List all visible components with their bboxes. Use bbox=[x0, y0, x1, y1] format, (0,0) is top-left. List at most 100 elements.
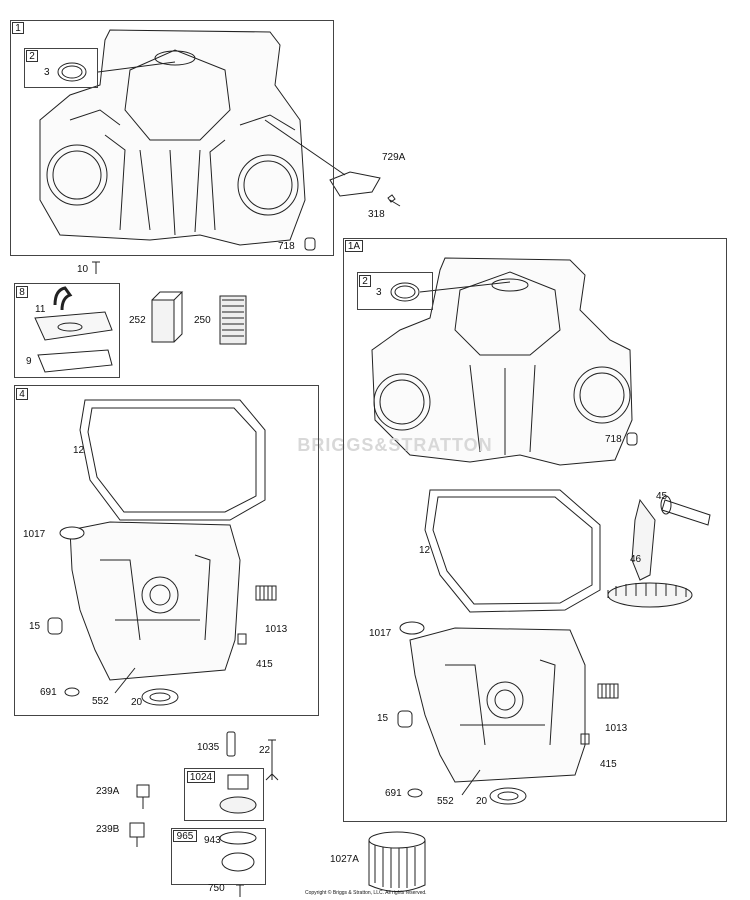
breather-tube-11 bbox=[53, 286, 73, 311]
group-2-box-top bbox=[24, 48, 98, 88]
bolt-10 bbox=[92, 261, 100, 274]
leader-seal-top bbox=[97, 61, 176, 73]
group-965-tag: 965 bbox=[173, 830, 197, 842]
bushing-15-left bbox=[47, 617, 63, 635]
part-label-9: 9 bbox=[26, 356, 32, 367]
part-label-11: 11 bbox=[35, 304, 46, 315]
part-1035 bbox=[226, 731, 236, 757]
part-label-318: 318 bbox=[368, 209, 385, 220]
part-label-415-left: 415 bbox=[256, 659, 273, 670]
leader-seal-right bbox=[419, 281, 511, 293]
cylinder-block-illustration-top bbox=[39, 29, 306, 246]
seal-3-top bbox=[57, 62, 87, 82]
group-4-box bbox=[14, 385, 319, 716]
plug-415-right bbox=[580, 733, 590, 745]
group-2-tag-top: 2 bbox=[26, 50, 38, 62]
group-1024-tag: 1024 bbox=[187, 771, 215, 783]
oil-filter-1027A bbox=[368, 831, 426, 892]
pin-718-right bbox=[626, 432, 638, 446]
part-label-729A: 729A bbox=[382, 152, 406, 163]
part-label-943: 943 bbox=[204, 835, 221, 846]
part-label-20-right: 20 bbox=[476, 796, 488, 807]
leader-552-right bbox=[461, 769, 481, 796]
filter-1013-right bbox=[597, 683, 619, 699]
filter-1013-left bbox=[255, 585, 277, 601]
group-2-tag-right: 2 bbox=[359, 275, 371, 287]
group-1a-tag: 1A bbox=[345, 240, 363, 252]
part-label-20-left: 20 bbox=[131, 697, 143, 708]
part-label-1035: 1035 bbox=[197, 742, 220, 753]
part-label-46: 46 bbox=[630, 554, 642, 565]
sump-cover-right bbox=[409, 627, 586, 783]
part-label-12-right: 12 bbox=[419, 545, 431, 556]
group-4-tag: 4 bbox=[16, 388, 28, 400]
filter-252 bbox=[151, 299, 175, 343]
washer-691-right bbox=[407, 788, 423, 798]
part-label-22: 22 bbox=[259, 745, 271, 756]
leader-552-left bbox=[114, 667, 136, 694]
part-label-750: 750 bbox=[208, 883, 225, 894]
group-8-box bbox=[14, 283, 120, 378]
part-label-1017-right: 1017 bbox=[369, 628, 392, 639]
part-label-239A: 239A bbox=[96, 786, 120, 797]
copyright: Copyright © Briggs & Stratton, LLC. All … bbox=[305, 890, 427, 896]
part-label-691-left: 691 bbox=[40, 687, 57, 698]
gasket-943 bbox=[219, 831, 257, 845]
bolt-22 bbox=[265, 739, 279, 781]
part-label-1013-left: 1013 bbox=[265, 624, 288, 635]
seal-20-left bbox=[141, 688, 179, 706]
part-label-12-left: 12 bbox=[73, 445, 85, 456]
seal-3-right bbox=[390, 282, 420, 302]
washer-691-left bbox=[64, 687, 80, 697]
part-label-718-right: 718 bbox=[605, 434, 622, 445]
filter-250-illustration bbox=[219, 295, 247, 345]
group-1-tag: 1 bbox=[12, 22, 24, 34]
part-label-239B: 239B bbox=[96, 824, 120, 835]
part-label-415-right: 415 bbox=[600, 759, 617, 770]
part-label-1027A: 1027A bbox=[330, 854, 359, 865]
part-label-552-right: 552 bbox=[437, 796, 454, 807]
gasket-12-right bbox=[424, 489, 601, 613]
plate-965 bbox=[221, 852, 255, 872]
group-965-box bbox=[171, 828, 266, 885]
camshaft-illustration bbox=[607, 495, 711, 608]
pin-718-top bbox=[304, 237, 316, 251]
screw-318 bbox=[387, 194, 401, 207]
part-label-3-top: 3 bbox=[44, 67, 50, 78]
part-label-252: 252 bbox=[129, 315, 146, 326]
part-label-691-right: 691 bbox=[385, 788, 402, 799]
part-label-1017-left: 1017 bbox=[23, 529, 46, 540]
gasket-12-left bbox=[79, 399, 266, 521]
group-1a-box bbox=[343, 238, 727, 822]
watermark: BRIGGS&STRATTON bbox=[297, 435, 493, 455]
bushing-15-right bbox=[397, 710, 413, 728]
group-2-box-right bbox=[357, 272, 433, 310]
part-label-718-top: 718 bbox=[278, 241, 295, 252]
cylinder-block-illustration-right bbox=[371, 257, 633, 466]
bracket-729A bbox=[329, 171, 381, 197]
group-1-box bbox=[10, 20, 334, 256]
breather-cover bbox=[34, 311, 113, 341]
sensor-239A bbox=[136, 784, 150, 809]
seal-20-right bbox=[489, 787, 527, 805]
screw-750 bbox=[236, 884, 244, 897]
breather-gasket-9 bbox=[37, 349, 113, 373]
sump-cover-left bbox=[69, 521, 241, 681]
part-label-10: 10 bbox=[77, 264, 89, 275]
plug-415-left bbox=[237, 633, 247, 645]
part-label-1013-right: 1013 bbox=[605, 723, 628, 734]
seal-1017-left bbox=[59, 526, 85, 540]
group-8-tag: 8 bbox=[16, 286, 28, 298]
part-label-15-right: 15 bbox=[377, 713, 389, 724]
part-label-552-left: 552 bbox=[92, 696, 109, 707]
leader-729A bbox=[264, 119, 346, 176]
part-label-45: 45 bbox=[656, 491, 668, 502]
seal-1017-right bbox=[399, 621, 425, 635]
part-label-3-right: 3 bbox=[376, 287, 382, 298]
oil-cooler-1024-illustration bbox=[219, 774, 257, 814]
group-1024-box bbox=[184, 768, 264, 821]
sensor-239B bbox=[129, 822, 145, 847]
part-label-15-left: 15 bbox=[29, 621, 41, 632]
part-label-250: 250 bbox=[194, 315, 211, 326]
